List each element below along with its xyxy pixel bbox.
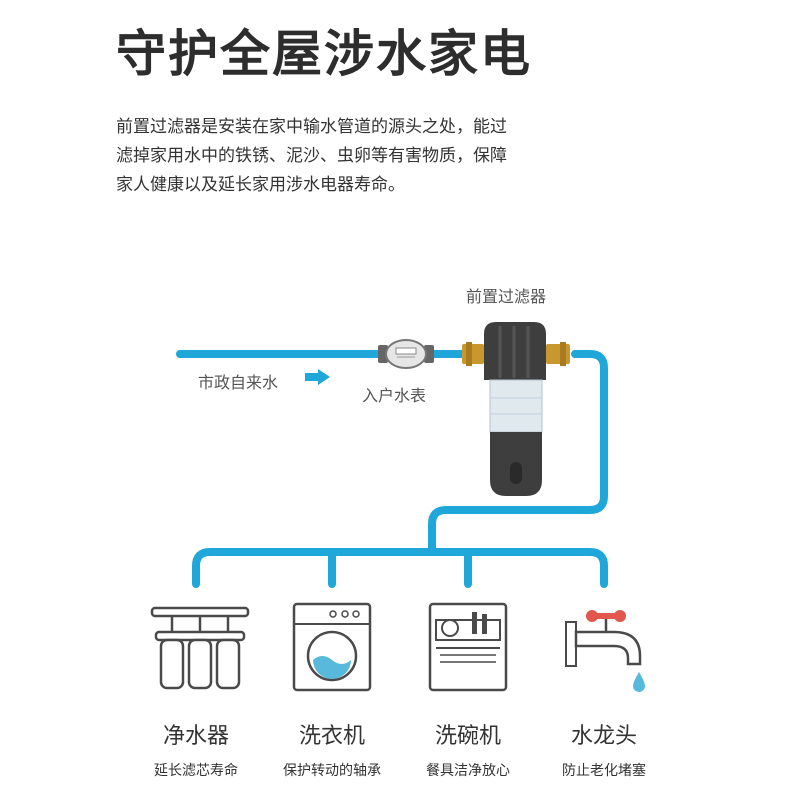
washing-machine-icon xyxy=(292,602,372,692)
appliance-benefit: 延长滤芯寿命 xyxy=(154,763,238,779)
distribution-pipe xyxy=(192,548,608,588)
description-line: 滤掉家用水中的铁锈、泥沙、虫卵等有害物质，保障 xyxy=(116,146,507,166)
pre-filter-icon xyxy=(462,322,570,496)
appliance-name: 净水器 xyxy=(162,724,229,749)
faucet-icon xyxy=(565,610,645,692)
appliance-benefit: 保护转动的轴承 xyxy=(283,763,381,779)
appliance-name: 洗碗机 xyxy=(434,724,501,749)
appliance-name: 洗衣机 xyxy=(298,724,365,749)
flow-arrow-icon xyxy=(305,369,330,385)
appliance-benefit: 防止老化堵塞 xyxy=(562,763,646,779)
page-title: 守护全屋涉水家电 xyxy=(116,25,532,83)
water-meter-label: 入户水表 xyxy=(362,386,427,405)
description: 前置过滤器是安装在家中输水管道的源头之处，能过 滤掉家用水中的铁锈、泥沙、虫卵等… xyxy=(116,113,586,200)
outlet-pipe xyxy=(428,350,608,556)
water-meter-icon xyxy=(378,339,434,369)
appliance-benefit: 餐具洁净放心 xyxy=(426,763,510,779)
water-purifier-icon xyxy=(150,606,250,690)
description-line: 家人健康以及延长家用涉水电器寿命。 xyxy=(116,175,405,195)
description-line: 前置过滤器是安装在家中输水管道的源头之处，能过 xyxy=(116,117,507,137)
inlet-label: 市政自来水 xyxy=(198,373,279,392)
appliance-name: 水龙头 xyxy=(570,724,637,749)
dishwasher-icon xyxy=(428,602,508,692)
pre-filter-label: 前置过滤器 xyxy=(466,287,547,306)
